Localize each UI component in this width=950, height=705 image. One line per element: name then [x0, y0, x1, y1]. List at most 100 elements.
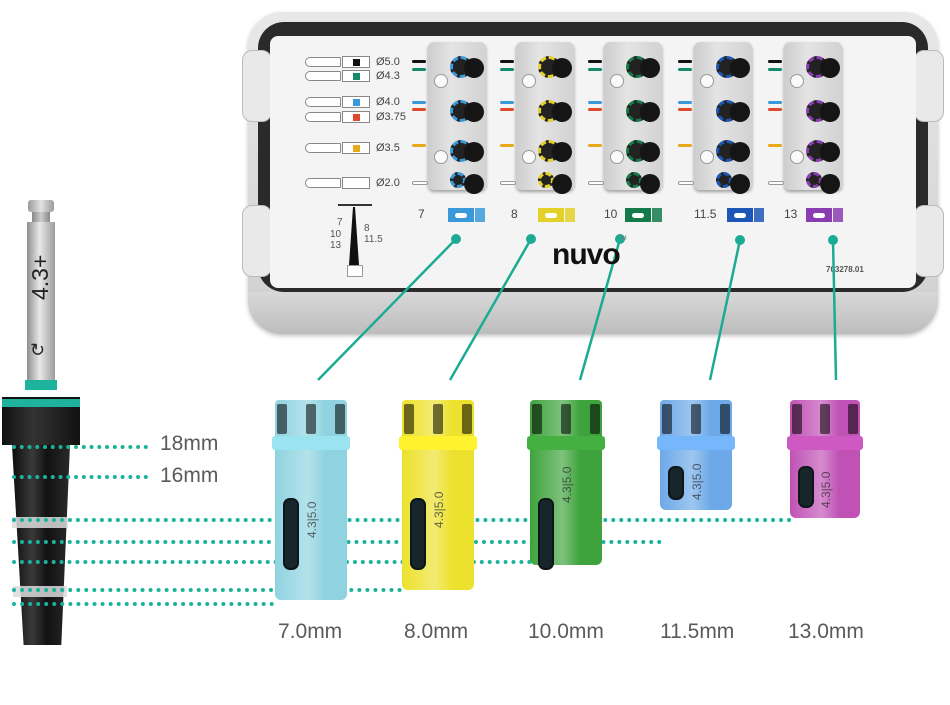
- depth-gauge-top-line: [338, 204, 372, 206]
- drill-color-mark: [412, 101, 426, 104]
- sleeve-window: [798, 466, 814, 508]
- drill-socket: [820, 142, 840, 162]
- leader-line: [317, 238, 457, 381]
- drill-color-mark: [768, 144, 782, 147]
- drill-color-mark: [500, 181, 516, 185]
- clip-hole: [734, 212, 746, 218]
- clip-end: [652, 208, 662, 222]
- leader-dot: [735, 235, 745, 245]
- crown-slot: [532, 404, 542, 434]
- drill-shank: [342, 177, 370, 189]
- drill-color-mark: [678, 101, 692, 104]
- gauge-mark: 7: [337, 217, 343, 228]
- sleeve-ring: [527, 436, 605, 450]
- depth-stop-clip: [806, 208, 843, 222]
- clip-end: [754, 208, 764, 222]
- drill-shank: [342, 70, 370, 82]
- drill-color-mark: [678, 60, 692, 63]
- locator-pin: [434, 150, 448, 164]
- crown-slot: [335, 404, 345, 434]
- color-chip: [352, 179, 360, 187]
- drill-color-mark: [588, 101, 602, 104]
- sleeve-window: [283, 498, 299, 570]
- drill-socket: [552, 102, 572, 122]
- drill-tip-top: [28, 200, 54, 212]
- color-chip: [352, 58, 360, 66]
- gauge-mark: 10: [330, 229, 342, 240]
- drill-color-mark: [588, 181, 604, 185]
- crown-slot: [404, 404, 414, 434]
- drill-shaft: [27, 222, 55, 380]
- depth-line-7mm: [12, 602, 274, 606]
- drill-collar: [2, 407, 80, 445]
- drill-diameter-label: Ø3.5: [376, 142, 400, 154]
- leader-dot: [526, 234, 536, 244]
- drill-color-mark: [588, 108, 602, 111]
- drill-shank: [342, 142, 370, 154]
- clip-end: [565, 208, 575, 222]
- depth-line-16mm: [12, 475, 148, 479]
- sleeve-window: [668, 466, 684, 500]
- nuvo-logo: nuvo: [552, 238, 621, 272]
- drill-socket: [552, 174, 572, 194]
- drill-color-mark: [768, 181, 784, 185]
- guide-sleeve: 4.3|5.0: [657, 400, 735, 510]
- drill-collar-ring: [2, 397, 80, 409]
- drill-diameter-label: Ø3.75: [376, 111, 406, 123]
- depth-stop-clip: [538, 208, 575, 222]
- drill-color-mark: [500, 108, 514, 111]
- clip-body: [538, 208, 564, 222]
- drill-socket: [552, 142, 572, 162]
- drill-legend-item: Ø3.5: [305, 141, 400, 155]
- drill-color-mark: [412, 60, 426, 63]
- drill-color-mark: [412, 181, 428, 185]
- clip-body: [727, 208, 753, 222]
- drill-neck: [32, 212, 50, 222]
- locator-pin: [522, 74, 536, 88]
- color-chip: [352, 144, 360, 152]
- drill-color-mark: [500, 60, 514, 63]
- crown-slot: [433, 404, 443, 434]
- drill-color-mark: [678, 68, 692, 71]
- drill-color-mark: [588, 144, 602, 147]
- sleeve-ring: [272, 436, 350, 450]
- locator-pin: [610, 150, 624, 164]
- depth-label-16mm: 16mm: [160, 464, 219, 487]
- drill-color-mark: [768, 101, 782, 104]
- sleeve-ring: [657, 436, 735, 450]
- drill-shank: [342, 96, 370, 108]
- drill-socket: [820, 102, 840, 122]
- part-number: 703278.01: [826, 265, 864, 274]
- clip-body: [448, 208, 474, 222]
- locator-pin: [700, 150, 714, 164]
- drill-color-mark: [768, 68, 782, 71]
- color-chip: [352, 72, 360, 80]
- drill-socket: [820, 58, 840, 78]
- drill-icon: [305, 112, 341, 122]
- drill-socket: [640, 102, 660, 122]
- tray-side-clip: [914, 50, 944, 122]
- drill-legend-item: Ø5.0: [305, 55, 400, 69]
- crown-slot: [691, 404, 701, 434]
- guide-sleeve: 4.3|5.0: [272, 400, 350, 600]
- logo-text: nuvo: [552, 238, 621, 271]
- drill-socket: [730, 102, 750, 122]
- sleeve-length-label: 13.0mm: [788, 620, 864, 643]
- stop-size-label: 8: [511, 207, 518, 221]
- drill-socket: [552, 58, 572, 78]
- depth-stop-clip: [727, 208, 764, 222]
- drill-color-mark: [412, 108, 426, 111]
- clip-hole: [813, 212, 825, 218]
- depth-line-18mm: [12, 445, 148, 449]
- stop-size-label: 11.5: [694, 207, 717, 221]
- tray-lip: [248, 292, 938, 334]
- leader-line: [448, 238, 533, 381]
- sleeve-window: [410, 498, 426, 570]
- drill-color-mark: [412, 68, 426, 71]
- gauge-mark: 13: [330, 240, 342, 251]
- drill-socket: [464, 58, 484, 78]
- crown-slot: [277, 404, 287, 434]
- drill-color-mark: [588, 60, 602, 63]
- drill-color-mark: [500, 101, 514, 104]
- drill-socket: [730, 142, 750, 162]
